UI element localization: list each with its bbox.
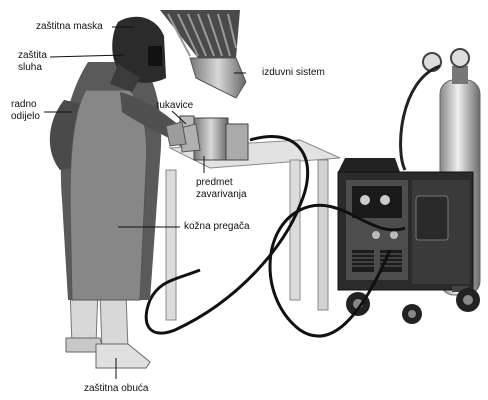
label-hearing-protection: zaštita sluha [18, 50, 47, 74]
welder [50, 17, 200, 368]
label-leather-apron: kožna pregača [184, 221, 250, 233]
label-workpiece: predmet zavarivanja [196, 177, 247, 201]
label-protective-mask: zaštitna maska [36, 21, 103, 33]
exhaust-hood [160, 10, 246, 98]
label-gloves: rukavice [156, 100, 193, 112]
label-work-suit: radno odijelo [11, 99, 40, 123]
label-protective-footwear: zaštitna obuća [84, 383, 149, 395]
label-exhaust-system: izduvni sistem [262, 67, 325, 79]
welding-machine [338, 158, 480, 324]
